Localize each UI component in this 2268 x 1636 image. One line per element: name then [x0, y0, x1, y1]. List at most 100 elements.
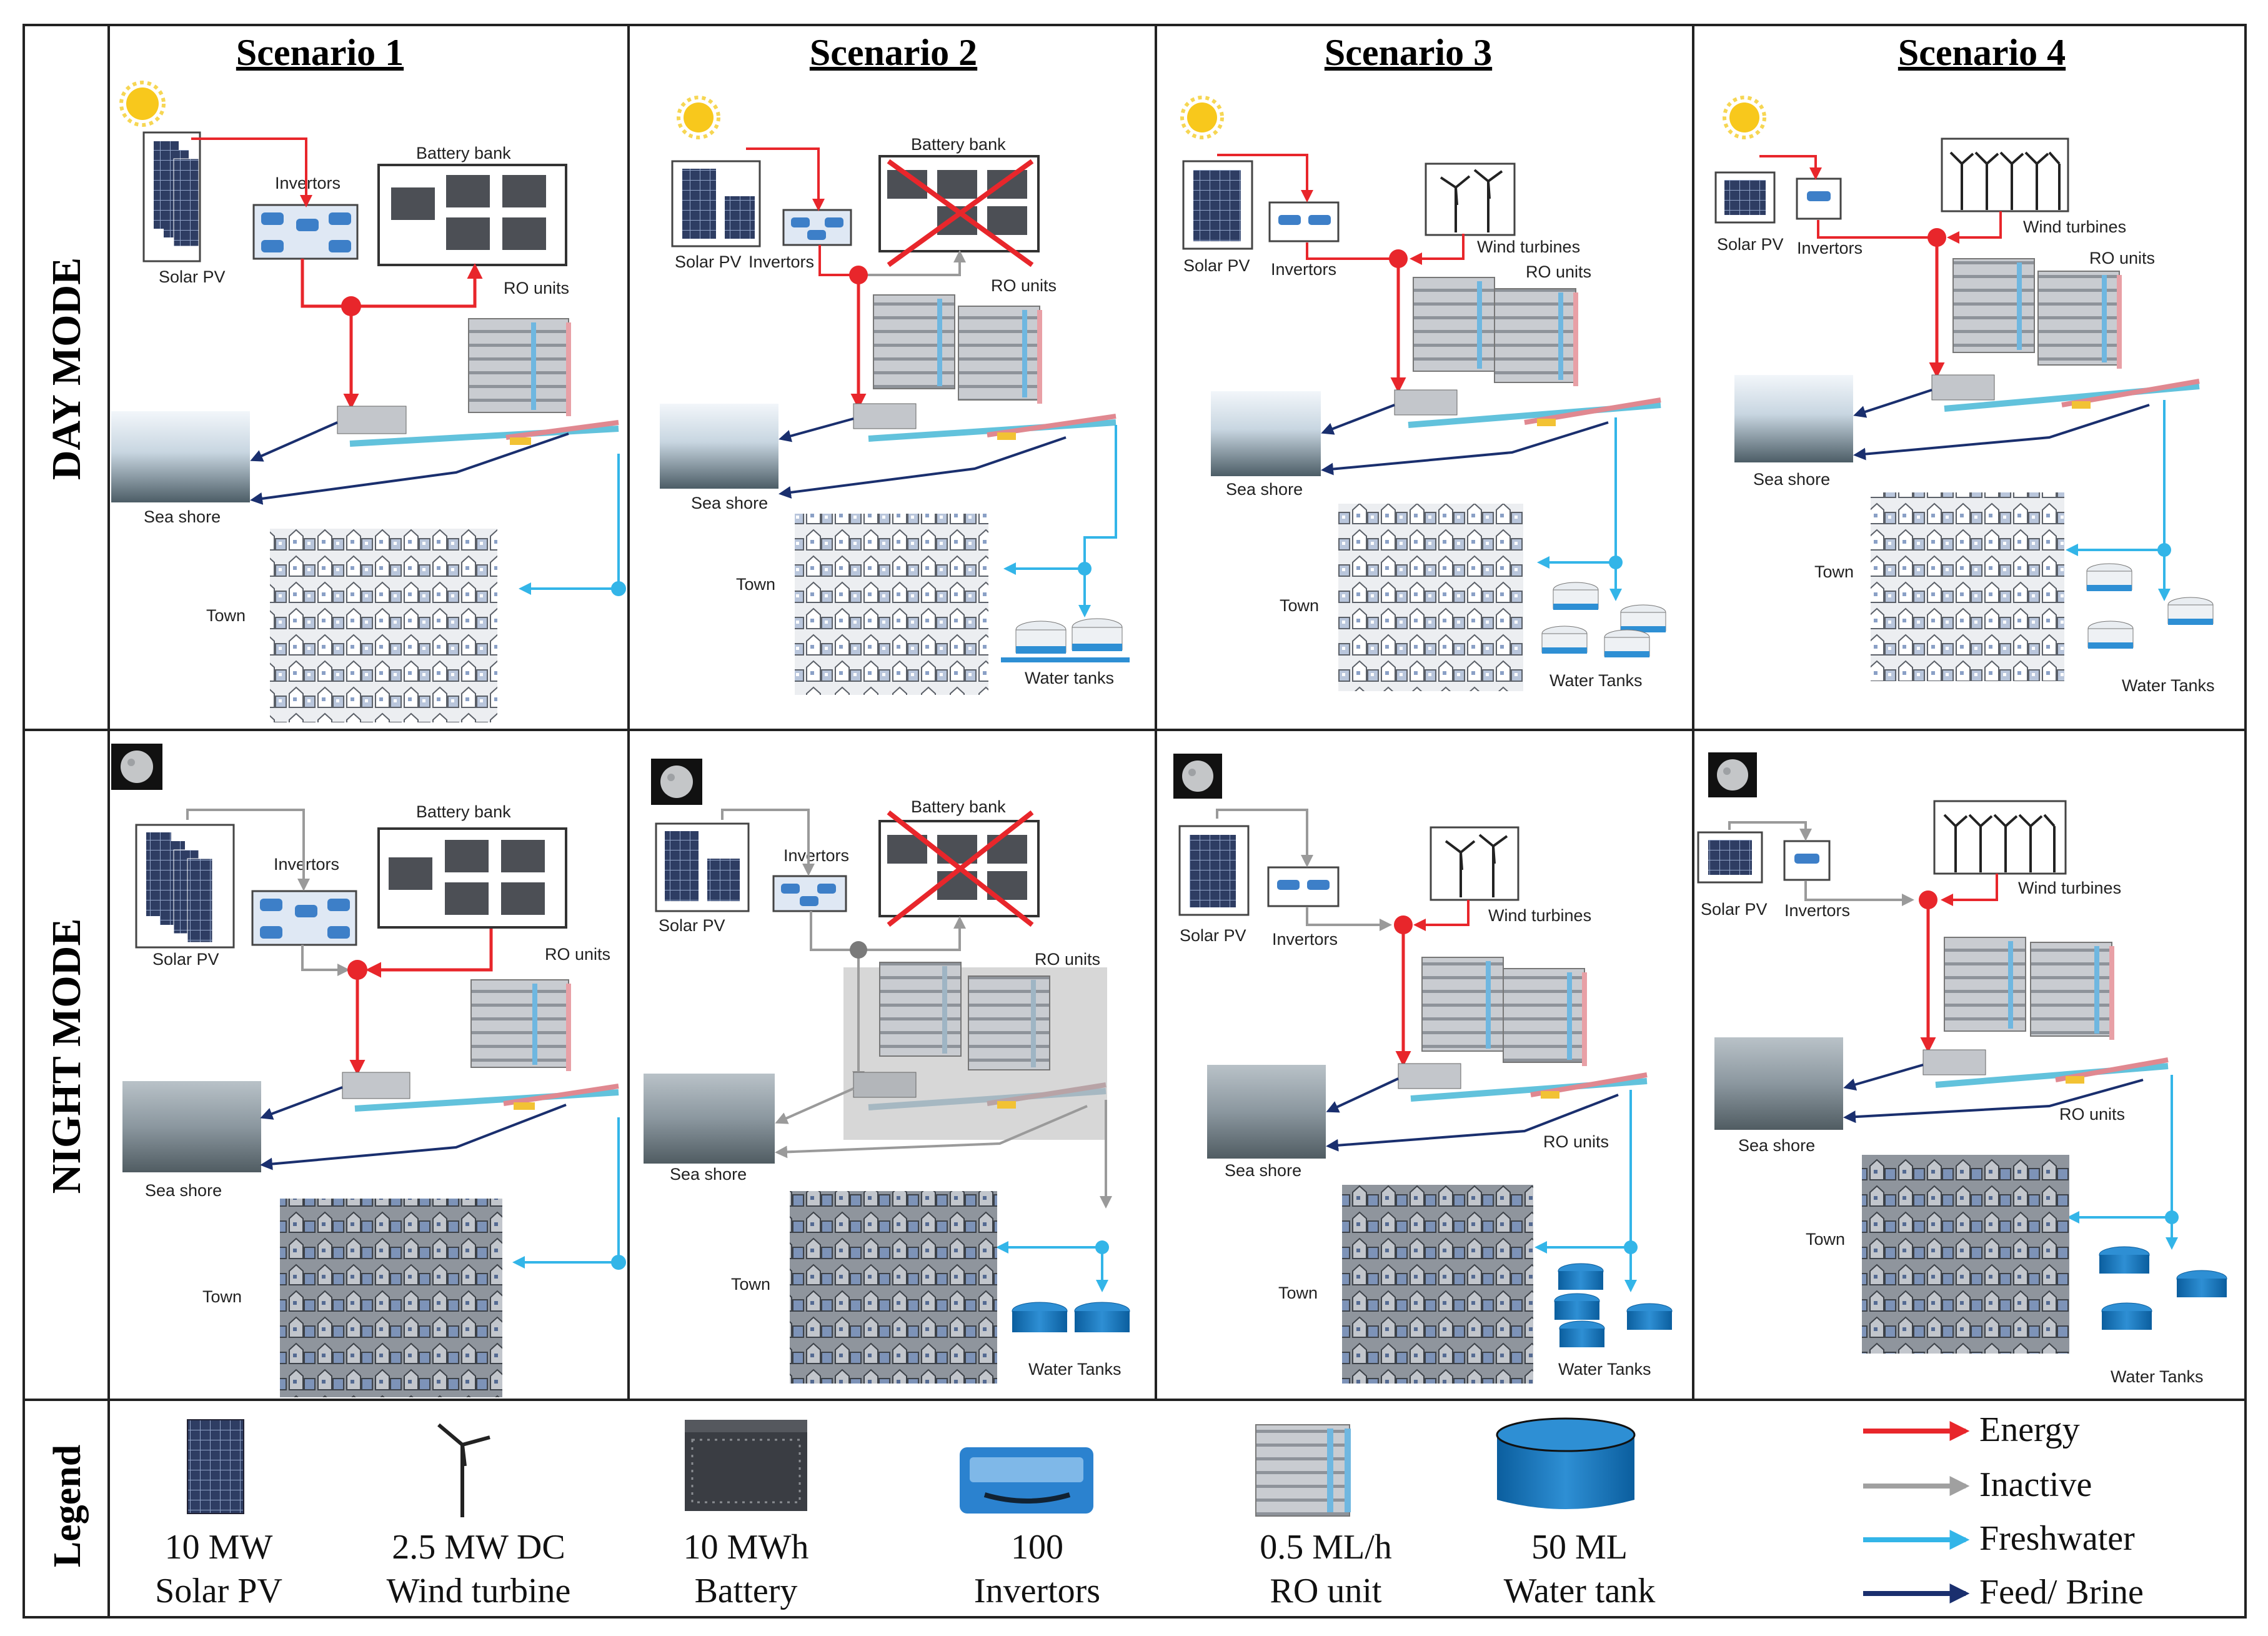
battery-icon: [685, 1420, 807, 1511]
water-tanks-label: Water Tanks: [1558, 1360, 1651, 1379]
water-tank-icon: [1496, 1417, 1636, 1509]
water-tank-icon: [2086, 563, 2214, 649]
moon-icon: [651, 759, 702, 805]
wind-turbines-label: Wind turbines: [1477, 237, 1580, 256]
pipework: [1398, 1063, 1648, 1102]
wind-turbines-label: Wind turbines: [2018, 879, 2121, 897]
ro-unit-icon: [1255, 1424, 1351, 1517]
invertors-label: Invertors: [749, 252, 814, 271]
pipework: [1394, 389, 1661, 428]
sea-shore-label: Sea shore: [691, 494, 768, 512]
legend-solar-value: 10 MW: [165, 1528, 273, 1567]
pipework: [342, 1072, 619, 1112]
invertors-label: Invertors: [274, 855, 339, 874]
inverter-icon: [1783, 840, 1831, 881]
scenario-4-night-panel: Solar PV Invertors Wind turbines RO unit…: [1697, 752, 2227, 1386]
water-tanks-label: Water Tanks: [2111, 1367, 2204, 1386]
legend-ro-name: RO unit: [1270, 1572, 1382, 1610]
town-image: [270, 529, 497, 722]
solar-pv-label: Solar PV: [1717, 235, 1784, 254]
town-label: Town: [731, 1275, 770, 1294]
battery-bank-label: Battery bank: [416, 144, 511, 162]
water-tank-icon: [1001, 618, 1130, 662]
sun-icon: [677, 96, 720, 139]
legend-freshwater-label: Freshwater: [1979, 1519, 2135, 1558]
ro-unit-icon: [1944, 937, 2114, 1040]
town-image: [1342, 1185, 1533, 1384]
wind-turbines-label: Wind turbines: [1488, 906, 1591, 925]
legend-invertors-value: 100: [1011, 1528, 1063, 1567]
legend: 10 MW Solar PV 2.5 MW DC Wind turbine 10…: [155, 1410, 2144, 1612]
solar-panel-icon: [187, 1419, 244, 1514]
solar-pv-label: Solar PV: [675, 252, 742, 271]
town-image: [1871, 492, 2064, 681]
water-tanks-label: Water Tanks: [1028, 1360, 1122, 1379]
ro-unit-icon: [1952, 258, 2122, 369]
solar-panel-icon: [1714, 171, 1776, 224]
scenario-4-header: Scenario 4: [1898, 32, 2066, 73]
ro-units-label: RO units: [504, 279, 569, 297]
sea-shore-image: [1714, 1037, 1843, 1130]
battery-bank-icon: [377, 827, 567, 929]
wind-turbines-label: Wind turbines: [2023, 217, 2126, 236]
solar-pv-label: Solar PV: [152, 950, 219, 969]
invertors-label: Invertors: [783, 846, 849, 865]
ro-units-label: RO units: [545, 945, 610, 964]
wind-turbine-icon: [1933, 800, 2067, 875]
town-image: [795, 514, 988, 695]
legend-battery-name: Battery: [695, 1572, 798, 1610]
wind-turbine-icon: [1941, 137, 2069, 212]
inverter-icon: [772, 875, 847, 912]
pipework: [853, 403, 1117, 442]
town-label: Town: [206, 606, 246, 625]
sea-shore-image: [111, 411, 250, 502]
solar-pv-label: Solar PV: [159, 267, 226, 286]
battery-bank-label: Battery bank: [911, 135, 1006, 154]
ro-unit-icon: [470, 979, 571, 1071]
legend-solar-name: Solar PV: [155, 1572, 282, 1610]
scenario-1-header: Scenario 1: [236, 32, 404, 73]
legend-wind-name: Wind turbine: [387, 1572, 571, 1610]
water-tank-icon: [2099, 1246, 2227, 1330]
pipework: [853, 1072, 1107, 1110]
ro-unit-icon: [1421, 957, 1587, 1066]
town-image: [1338, 504, 1523, 691]
water-tank-icon: [1554, 1263, 1673, 1347]
scenario-2-header: Scenario 2: [810, 32, 977, 73]
sea-shore-label: Sea shore: [145, 1181, 222, 1200]
solar-pv-label: Solar PV: [1183, 256, 1250, 275]
legend-title: Legend: [46, 1445, 89, 1567]
inverter-icon: [252, 204, 359, 260]
moon-icon: [1173, 754, 1222, 799]
legend-invertors-name: Invertors: [974, 1572, 1100, 1610]
sea-shore-label: Sea shore: [144, 507, 221, 526]
solar-panel-icon: [671, 160, 761, 247]
invertors-label: Invertors: [1797, 239, 1863, 257]
town-label: Town: [1814, 562, 1854, 581]
sea-shore-label: Sea shore: [1753, 470, 1830, 489]
moon-icon: [1708, 752, 1757, 797]
town-image: [1862, 1155, 2069, 1354]
legend-inactive-label: Inactive: [1979, 1465, 2092, 1504]
scenario-1-night-panel: Solar PV Invertors Battery bank RO units…: [111, 744, 626, 1397]
moon-icon: [111, 744, 162, 790]
town-image: [790, 1191, 997, 1384]
ro-units-label: RO units: [1035, 950, 1100, 969]
solar-panel-icon: [1697, 831, 1763, 884]
inverter-icon: [1796, 177, 1842, 220]
pipework: [1931, 374, 2200, 412]
ro-unit-icon: [1413, 277, 1578, 386]
solar-panel-icon: [1182, 160, 1253, 250]
water-tank-icon: [1541, 582, 1666, 657]
sea-shore-label: Sea shore: [1738, 1136, 1815, 1155]
town-label: Town: [1806, 1230, 1845, 1249]
night-mode-label: NIGHT MODE: [44, 919, 89, 1194]
invertors-label: Invertors: [1784, 901, 1850, 920]
sea-shore-label: Sea shore: [1225, 1161, 1301, 1180]
legend-wind-value: 2.5 MW DC: [392, 1528, 565, 1567]
battery-bank-label: Battery bank: [416, 802, 511, 821]
town-label: Town: [1280, 596, 1319, 615]
scenario-2-night-panel: Solar PV Invertors Battery bank RO units…: [644, 759, 1130, 1384]
sea-shore-image: [1211, 391, 1321, 476]
legend-tank-name: Water tank: [1504, 1572, 1656, 1610]
